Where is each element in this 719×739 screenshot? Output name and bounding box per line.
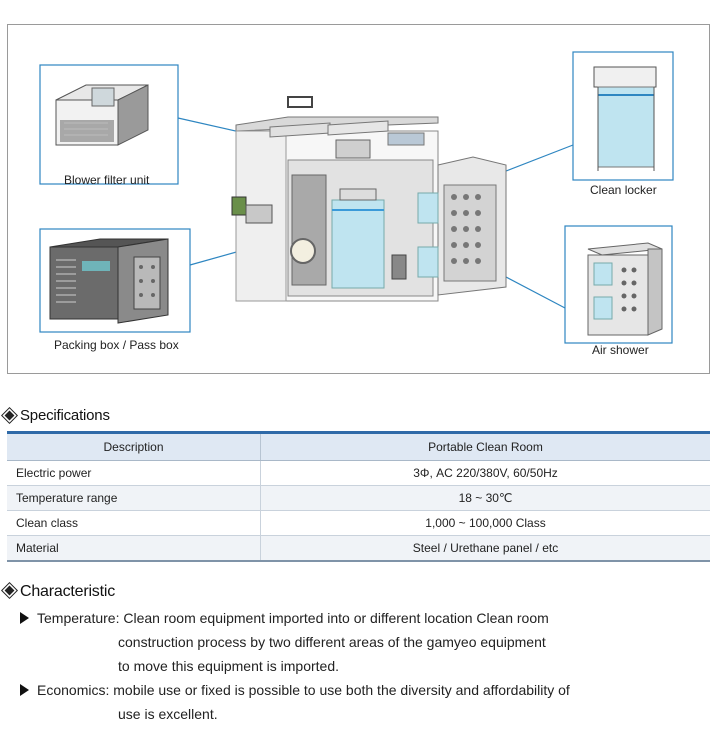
characteristic-line: construction process by two different ar… (118, 634, 546, 650)
clean-locker-label: Clean locker (590, 183, 657, 197)
characteristic-line: use is excellent. (118, 706, 218, 722)
triangle-bullet-icon (20, 684, 29, 696)
row-label: Material (7, 535, 261, 562)
table-row: Electric power 3Φ, AC 220/380V, 60/50Hz (7, 460, 710, 486)
table-row: Material Steel / Urethane panel / etc (7, 535, 710, 562)
triangle-bullet-icon (20, 612, 29, 624)
clean-room-illustration (39, 51, 674, 344)
characteristic-item-temperature: Temperature: Clean room equipment import… (20, 606, 549, 630)
row-label: Electric power (7, 460, 261, 486)
table-row: Clean class 1,000 ~ 100,000 Class (7, 510, 710, 536)
diamond-bullet-icon (4, 410, 15, 420)
diamond-bullet-icon (4, 585, 15, 596)
blower-filter-unit-label: Blower filter unit (64, 173, 150, 187)
portable-clean-room-image (231, 96, 507, 302)
table-header-row: Description Portable Clean Room (7, 431, 710, 461)
clean-locker-image (572, 51, 674, 181)
row-value: 18 ~ 30℃ (260, 485, 710, 511)
header-value: Portable Clean Room (260, 431, 710, 461)
specifications-heading-text: Specifications (20, 407, 110, 424)
characteristic-line: Temperature: Clean room equipment import… (37, 610, 549, 626)
equipment-diagram: Blower filter unit Packing box / Pass bo… (7, 24, 710, 374)
characteristic-heading: Characteristic (4, 583, 115, 601)
air-shower-label: Air shower (592, 343, 649, 357)
table-row: Temperature range 18 ~ 30℃ (7, 485, 710, 511)
characteristic-line: Economics: mobile use or fixed is possib… (37, 682, 570, 698)
air-shower-image (564, 225, 673, 344)
characteristic-line: to move this equipment is imported. (118, 658, 339, 674)
row-label: Temperature range (7, 485, 261, 511)
row-value: 1,000 ~ 100,000 Class (260, 510, 710, 536)
specifications-table: Description Portable Clean Room Electric… (7, 431, 710, 562)
header-description: Description (7, 431, 261, 461)
blower-filter-unit-image (39, 64, 179, 185)
row-value: Steel / Urethane panel / etc (260, 535, 710, 562)
characteristic-item-economics: Economics: mobile use or fixed is possib… (20, 678, 570, 702)
row-label: Clean class (7, 510, 261, 536)
row-value: 3Φ, AC 220/380V, 60/50Hz (260, 460, 710, 486)
specifications-heading: Specifications (4, 407, 110, 424)
characteristic-heading-text: Characteristic (20, 583, 116, 600)
packing-box-label: Packing box / Pass box (54, 338, 179, 352)
packing-box-image (39, 228, 191, 333)
